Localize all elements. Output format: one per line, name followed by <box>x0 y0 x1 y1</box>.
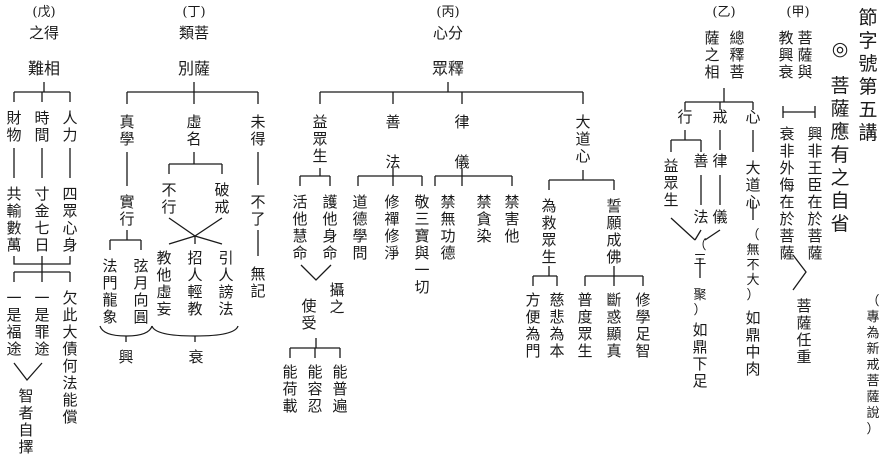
bing-dd-2b: 方便為門 <box>525 291 540 360</box>
wu-result: 智者自擇 <box>18 387 33 456</box>
bing-shan-1: 敬三寶與一切 <box>414 193 429 296</box>
yi-xin-1: 大道心 <box>745 159 760 211</box>
yi-col-jie: 戒 <box>712 108 727 126</box>
bing-b-dadao: 大道心 <box>575 113 590 165</box>
ding-wei-2: 無記 <box>250 265 265 300</box>
bing-shan-2: 修禪修淨 <box>384 193 399 262</box>
yi-jie-2: 儀 <box>712 208 727 226</box>
wu-c1b: 四眾心身 <box>62 185 77 254</box>
jia-item-1: 興非王臣在於菩薩 <box>807 125 822 262</box>
wu-subhead: 難相 <box>28 59 60 78</box>
yi-xin-3: 如鼎中肉 <box>745 309 760 378</box>
wu-c2b: 寸金七日 <box>34 185 49 254</box>
section-jia-label: (甲) <box>786 5 809 20</box>
bing-lu-3: 禁無功德 <box>440 193 455 262</box>
bing-yi-she: 攝之 <box>329 281 344 316</box>
wu-zui: 一是罪途 <box>34 289 49 358</box>
jia-head-2: 教興衰 <box>778 29 793 81</box>
ding-zhen-2: 弦月向圓 <box>133 257 148 326</box>
yi-jie-1: 律 <box>712 152 727 170</box>
ding-zhen-1: 實行 <box>119 193 134 228</box>
bing-dd-2: 為救眾生 <box>541 197 556 266</box>
section-yi-label: (乙) <box>712 5 735 20</box>
ding-xing-label: 興 <box>118 348 133 366</box>
wu-head: 之得 <box>29 24 59 42</box>
bing-dd-1b: 斷惑顯真 <box>606 291 621 360</box>
bing-she-3: 能荷載 <box>282 363 297 415</box>
ding-shuai-label: 衰 <box>188 348 203 366</box>
ding-c-zhen: 真學 <box>119 113 134 148</box>
ding-subhead: 別薩 <box>178 59 210 78</box>
wu-c3b: 共輸數萬 <box>6 185 21 254</box>
ding-c-xu: 虛名 <box>186 113 201 148</box>
ding-wei-1: 不了 <box>250 193 265 228</box>
bing-yi-shou: 使受 <box>301 297 316 332</box>
yi-xing-1: 善 <box>693 152 708 170</box>
jia-item-2: 衰非外侮在於菩薩 <box>779 125 794 262</box>
yi-col-xin: 心 <box>745 108 760 126</box>
lecture-number: 節字號第五講 <box>858 7 877 144</box>
ding-xu-4: 招人輕教 <box>187 249 202 318</box>
wu-c1: 人力 <box>62 109 77 144</box>
yi-xin-2: （無不大） <box>746 228 759 303</box>
wu-fu: 一是福途 <box>6 289 21 358</box>
bing-shan-3: 道德學問 <box>352 193 367 262</box>
ding-xu-5: 教他虛妄 <box>156 249 171 318</box>
bing-she-1: 能普遍 <box>332 363 347 415</box>
yi-xing-2: 法 <box>693 208 708 226</box>
bing-dd-1: 誓願成佛 <box>606 197 621 266</box>
wu-c2: 時間 <box>34 109 49 144</box>
bing-head: 心分 <box>433 24 463 42</box>
title-mark: ◎ <box>832 38 849 60</box>
jia-result: 菩薩任重 <box>796 297 811 366</box>
yi-head-2: 薩之相 <box>704 29 719 81</box>
bing-lu-2: 禁貪染 <box>476 193 491 245</box>
ding-xu-1: 破戒 <box>214 181 229 216</box>
wu-c3: 財物 <box>6 109 21 144</box>
ding-xu-3: 引人謗法 <box>218 249 233 318</box>
ding-head: 類菩 <box>179 24 209 42</box>
bing-yi-1: 護他身命 <box>322 193 337 262</box>
yi-col-xing: 行 <box>677 108 692 126</box>
bing-dd-2a: 慈悲為本 <box>549 291 564 360</box>
yi-head-1: 總釋菩 <box>729 29 744 81</box>
page-title: 菩薩應有之自省 <box>830 75 849 235</box>
page-subtitle: （專為新戒菩薩說） <box>866 294 879 437</box>
ding-xu-2: 不行 <box>161 181 176 216</box>
wu-qian: 欠此大債何法能償 <box>62 289 77 426</box>
bing-lu-1: 禁害他 <box>504 193 519 245</box>
yi-xing-result: 如鼎下足 <box>692 321 707 390</box>
bing-subhead: 眾釋 <box>432 59 464 78</box>
bing-she-2: 能容忍 <box>307 363 322 415</box>
section-bing-label: (丙) <box>436 5 459 20</box>
bing-b-yi: 益眾生 <box>312 113 327 165</box>
section-wu-label: (戊) <box>32 5 55 20</box>
bing-b-lu: 律儀 <box>454 113 469 171</box>
bing-yi-2: 活他慧命 <box>292 193 307 262</box>
yi-xing-3: 益眾生 <box>663 157 678 209</box>
bing-b-shan-1: 善法 <box>385 113 400 171</box>
section-ding-label: (丁) <box>182 5 205 20</box>
bing-dd-1c: 普度眾生 <box>577 291 592 360</box>
yi-ju: 聚） <box>693 288 706 318</box>
ding-c-wei: 未得 <box>250 113 265 148</box>
ding-zhen-3: 法門龍象 <box>102 257 117 326</box>
bing-dd-1a: 修學足智 <box>635 291 650 360</box>
jia-head-1: 菩薩與 <box>797 29 812 81</box>
